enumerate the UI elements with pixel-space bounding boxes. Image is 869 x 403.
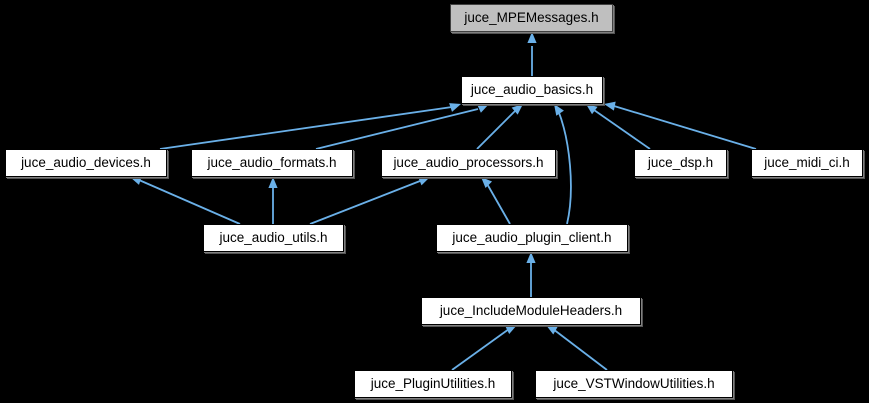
graph-node-audio_formats[interactable]: juce_audio_formats.h [191, 149, 353, 177]
graph-node-label: juce_audio_processors.h [393, 155, 544, 171]
edge-vst-window-utilities-to-include-module-headers-arrowhead [546, 325, 558, 335]
edge-audio-devices-to-audio-basics [159, 106, 453, 150]
edge-audio-basics-to-mpe-messages-arrowhead [527, 32, 537, 43]
edge-vst-window-utilities-to-include-module-headers [552, 328, 608, 371]
graph-node-dsp[interactable]: juce_dsp.h [634, 149, 727, 177]
edge-dsp-to-audio-basics-arrowhead [586, 104, 598, 115]
edge-midi-ci-to-audio-basics [613, 105, 757, 150]
graph-node-label: juce_audio_formats.h [207, 155, 337, 171]
edge-audio-devices-to-audio-basics-arrowhead [449, 103, 461, 112]
graph-node-label: juce_audio_devices.h [21, 155, 151, 171]
edge-audio-plugin-client-to-audio-processors-arrowhead [481, 177, 493, 189]
edge-dsp-to-audio-basics [593, 109, 651, 150]
edge-audio-plugin-client-to-audio-basics-arrowhead [554, 104, 564, 116]
graph-node-label: juce_audio_basics.h [470, 82, 594, 98]
edge-audio-formats-to-audio-basics-arrowhead [477, 104, 489, 113]
graph-node-plugin_utilities[interactable]: juce_PluginUtilities.h [354, 370, 512, 398]
graph-node-mpe_messages[interactable]: juce_MPEMessages.h [450, 4, 613, 32]
graph-node-include_module_hdrs[interactable]: juce_IncludeModuleHeaders.h [421, 297, 641, 325]
edge-plugin-utilities-to-include-module-headers-arrowhead [505, 325, 517, 335]
graph-node-vst_window_utils[interactable]: juce_VSTWindowUtilities.h [535, 370, 733, 398]
edge-audio-utils-to-audio-devices [138, 179, 241, 225]
graph-node-audio_processors[interactable]: juce_audio_processors.h [381, 149, 556, 177]
edge-audio-processors-to-audio-basics [476, 109, 517, 150]
graph-node-label: juce_PluginUtilities.h [370, 376, 496, 392]
graph-node-label: juce_VSTWindowUtilities.h [553, 376, 715, 392]
edge-audio-utils-to-audio-formats-arrowhead [268, 177, 278, 188]
graph-node-label: juce_audio_utils.h [219, 230, 328, 246]
edge-audio-utils-to-audio-devices-arrowhead [130, 176, 142, 185]
graph-node-label: juce_dsp.h [647, 155, 714, 171]
edge-audio-plugin-client-to-audio-basics [557, 109, 572, 225]
edge-audio-utils-to-audio-processors [309, 180, 421, 225]
graph-node-label: juce_midi_ci.h [764, 155, 850, 171]
edge-audio-plugin-client-to-audio-processors [485, 181, 511, 225]
edge-audio-processors-to-audio-basics-arrowhead [511, 104, 523, 115]
graph-node-audio_utils[interactable]: juce_audio_utils.h [203, 224, 344, 252]
graph-node-midi_ci[interactable]: juce_midi_ci.h [751, 149, 863, 177]
graph-node-audio_basics[interactable]: juce_audio_basics.h [461, 76, 603, 104]
graph-node-audio_devices[interactable]: juce_audio_devices.h [5, 149, 167, 177]
graph-node-label: juce_MPEMessages.h [464, 10, 599, 26]
edge-midi-ci-to-audio-basics-arrowhead [604, 101, 616, 111]
graph-node-label: juce_IncludeModuleHeaders.h [439, 303, 623, 319]
graph-node-label: juce_audio_plugin_client.h [452, 230, 612, 246]
edge-audio-formats-to-audio-basics [315, 108, 479, 150]
edge-include-module-headers-to-audio-plugin-client-arrowhead [526, 252, 536, 263]
edge-audio-utils-to-audio-processors-arrowhead [418, 176, 430, 186]
graph-node-audio_plugin_client[interactable]: juce_audio_plugin_client.h [436, 224, 628, 252]
edge-plugin-utilities-to-include-module-headers [451, 328, 510, 371]
